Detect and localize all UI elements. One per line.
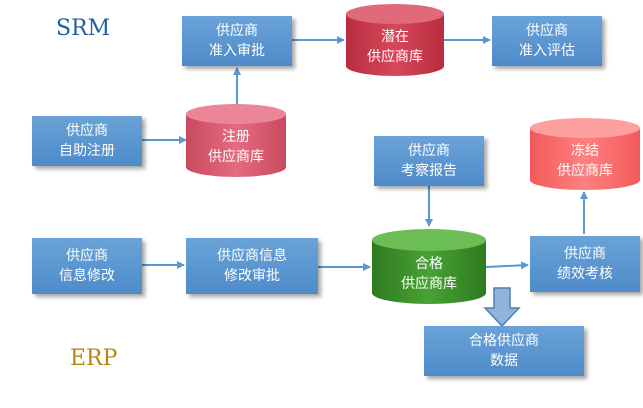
cylinder-potential-db-shape <box>346 4 444 76</box>
label-self-register: 供应商 自助注册 <box>59 123 115 159</box>
block-arrow-down <box>483 287 521 328</box>
box-inspection-report: 供应商 考察报告 <box>374 136 484 186</box>
box-info-change-approval: 供应商信息 修改审批 <box>186 238 318 294</box>
cylinder-frozen-db-shape <box>530 118 640 190</box>
label-info-change: 供应商 信息修改 <box>59 248 115 284</box>
erp-label: ERP <box>70 346 118 371</box>
label-qualified-data: 合格供应商 数据 <box>469 333 539 369</box>
box-info-change: 供应商 信息修改 <box>32 238 142 294</box>
box-admission-eval: 供应商 准入评估 <box>492 16 602 66</box>
box-self-register: 供应商 自助注册 <box>32 116 142 166</box>
label-performance: 供应商 绩效考核 <box>557 246 613 282</box>
cylinder-register-db-shape <box>186 104 286 177</box>
label-admission-eval: 供应商 准入评估 <box>519 23 575 59</box>
arrows <box>142 36 588 271</box>
label-inspection-report: 供应商 考察报告 <box>401 143 457 179</box>
box-performance: 供应商 绩效考核 <box>530 236 640 292</box>
box-qualified-data: 合格供应商 数据 <box>424 326 584 376</box>
box-admission-approval: 供应商 准入审批 <box>182 16 292 66</box>
arrow-qualified-to-performance <box>485 261 529 270</box>
srm-label: SRM <box>56 16 111 41</box>
cylinder-qualified-db-shape <box>372 229 486 304</box>
label-info-change-approval: 供应商信息 修改审批 <box>217 248 287 284</box>
label-admission-approval: 供应商 准入审批 <box>209 23 265 59</box>
